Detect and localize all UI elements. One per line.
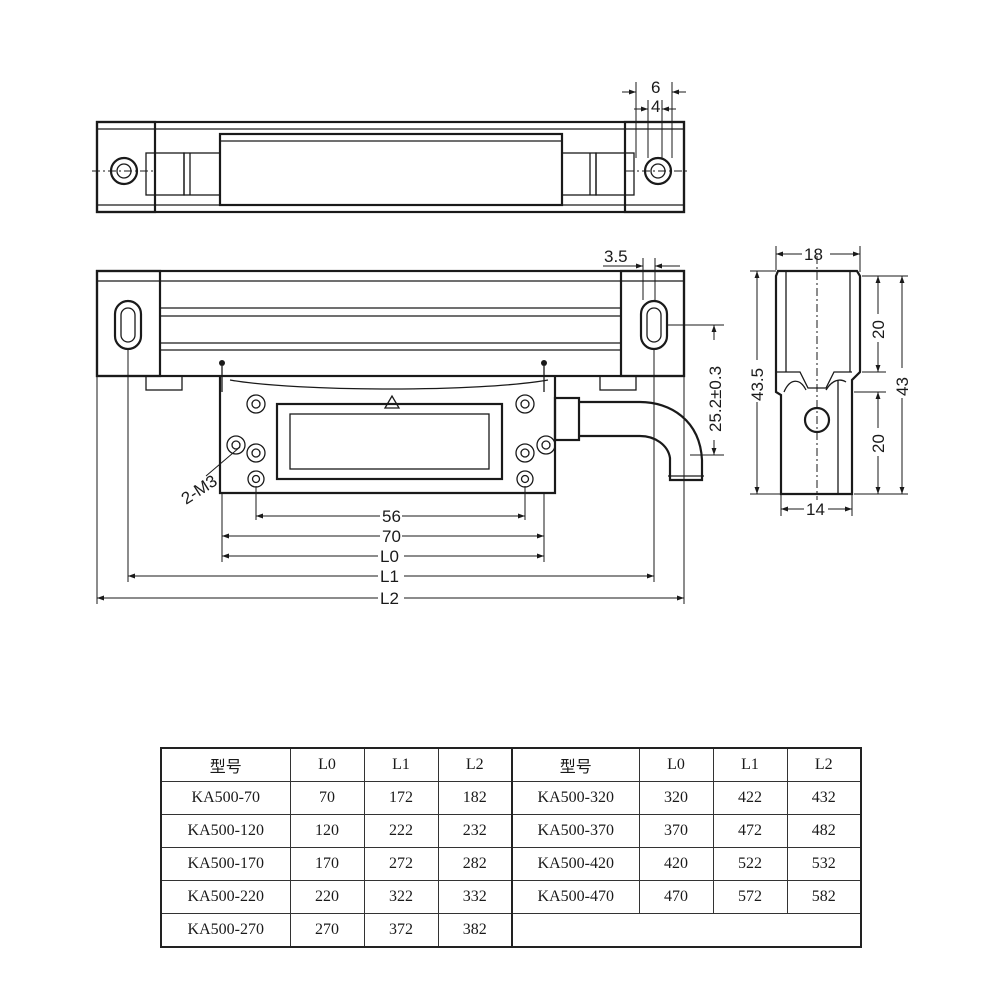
table-cell: 220: [289, 880, 365, 914]
dim-14: 14: [806, 500, 825, 519]
top-view: 6 4: [92, 78, 690, 214]
model-spec-table: 型号 L0 L1 L2 型号 L0 L1 L2 KA500-70 70 172 …: [160, 747, 862, 948]
table-cell: KA500-170: [160, 847, 291, 881]
header-L0: L0: [289, 747, 365, 782]
dim-L2: L2: [380, 589, 399, 608]
table-cell: 322: [363, 880, 439, 914]
table-cell: 472: [712, 814, 788, 848]
left-slot: [113, 299, 143, 351]
table-cell: 382: [437, 913, 513, 948]
side-view: 18 43.5 43 20 20 14: [748, 245, 912, 519]
header-L1: L1: [363, 747, 439, 782]
table-cell: KA500-70: [160, 781, 291, 815]
dim-20-bottom: 20: [869, 434, 888, 453]
table-cell: KA500-220: [160, 880, 291, 914]
dim-L1: L1: [380, 567, 399, 586]
table-cell: 470: [638, 880, 714, 914]
table-cell: 272: [363, 847, 439, 881]
table-cell: 370: [638, 814, 714, 848]
table-cell: 420: [638, 847, 714, 881]
header-L1: L1: [712, 747, 788, 782]
table-cell: KA500-270: [160, 913, 291, 948]
table-cell: 332: [437, 880, 513, 914]
right-slot: [639, 299, 669, 351]
table-row: KA500-70 70 172 182 KA500-320 320 422 43…: [160, 781, 862, 815]
front-view: 3.5 25.2±0.3 2-M3 56 70 L0 L1: [95, 247, 725, 608]
dim-4: 4: [651, 97, 660, 116]
thread-label: 2-M3: [178, 471, 221, 508]
header-L0: L0: [638, 747, 714, 782]
header-L2: L2: [437, 747, 513, 782]
table-header-row: 型号 L0 L1 L2 型号 L0 L1 L2: [160, 747, 862, 782]
header-model: 型号: [160, 747, 291, 782]
table-cell: 522: [712, 847, 788, 881]
dim-L0: L0: [380, 547, 399, 566]
dim-18: 18: [804, 245, 823, 264]
dim-25-2: 25.2±0.3: [706, 366, 725, 432]
dim-43-5: 43.5: [748, 368, 767, 401]
table-cell: 170: [289, 847, 365, 881]
table-cell: 582: [786, 880, 862, 914]
dim-3-5: 3.5: [604, 247, 628, 266]
table-cell: KA500-420: [511, 847, 640, 881]
table-row: KA500-270 270 372 382: [160, 913, 862, 948]
table-row: KA500-170 170 272 282 KA500-420 420 522 …: [160, 847, 862, 881]
table-cell: 372: [363, 913, 439, 948]
table-cell: KA500-370: [511, 814, 640, 848]
table-cell: 232: [437, 814, 513, 848]
dim-43: 43: [893, 377, 912, 396]
header-model: 型号: [511, 747, 640, 782]
table-cell: KA500-470: [511, 880, 640, 914]
table-cell: 222: [363, 814, 439, 848]
table-row: KA500-220 220 322 332 KA500-470 470 572 …: [160, 880, 862, 914]
technical-drawing: 6 4: [92, 78, 912, 608]
dim-20-top: 20: [869, 320, 888, 339]
dim-56: 56: [382, 507, 401, 526]
table-row: KA500-120 120 222 232 KA500-370 370 472 …: [160, 814, 862, 848]
table-cell: 172: [363, 781, 439, 815]
table-cell: 532: [786, 847, 862, 881]
table-cell: 282: [437, 847, 513, 881]
dim-70: 70: [382, 527, 401, 546]
table-cell: 70: [289, 781, 365, 815]
header-L2: L2: [786, 747, 862, 782]
table-cell: 320: [638, 781, 714, 815]
dim-6: 6: [651, 78, 660, 97]
table-cell: 182: [437, 781, 513, 815]
table-cell: KA500-120: [160, 814, 291, 848]
table-cell: 482: [786, 814, 862, 848]
table-cell: 572: [712, 880, 788, 914]
table-cell: KA500-320: [511, 781, 640, 815]
empty-cell: [511, 913, 862, 948]
table-cell: 270: [289, 913, 365, 948]
table-cell: 432: [786, 781, 862, 815]
table-cell: 422: [712, 781, 788, 815]
table-cell: 120: [289, 814, 365, 848]
